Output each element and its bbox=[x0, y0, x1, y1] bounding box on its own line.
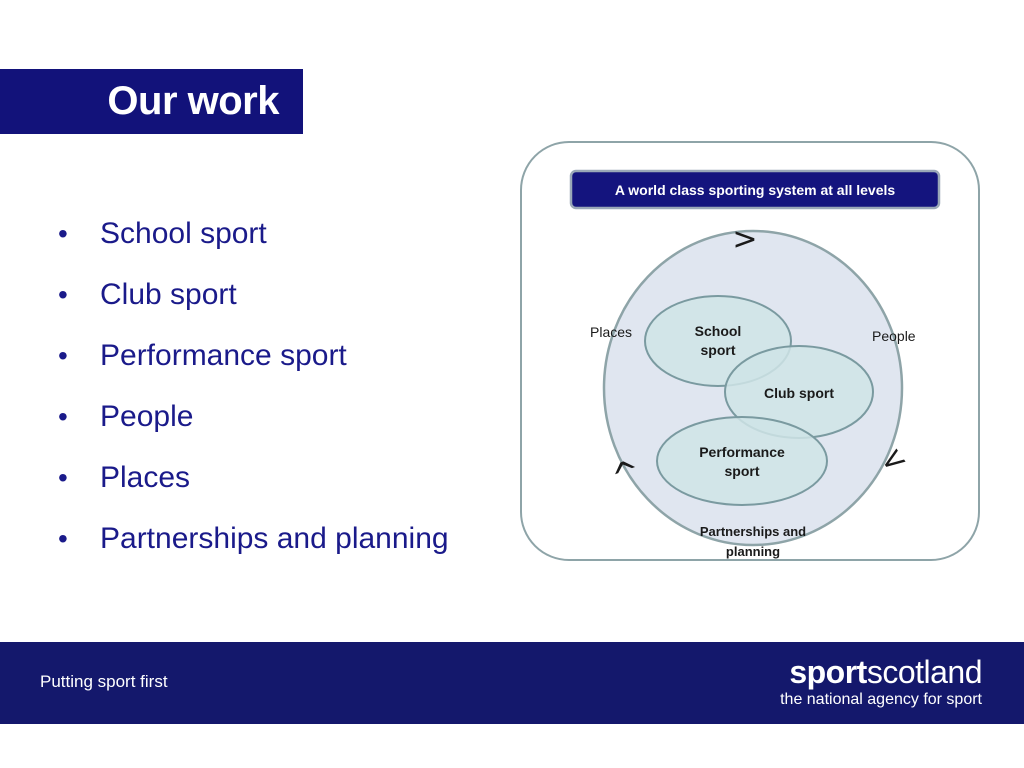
people-label: People bbox=[872, 328, 916, 344]
brand-subtitle: the national agency for sport bbox=[780, 691, 982, 708]
bullet-partnerships: Partnerships and planning bbox=[58, 515, 449, 576]
brand-name-bold: sport bbox=[789, 654, 867, 690]
partnerships-label-line1: Partnerships and bbox=[700, 524, 806, 539]
bullet-people: People bbox=[58, 393, 449, 454]
club-sport-label: Club sport bbox=[764, 385, 834, 401]
banner-text: A world class sporting system at all lev… bbox=[615, 182, 896, 198]
bullet-places: Places bbox=[58, 454, 449, 515]
school-sport-label-line2: sport bbox=[701, 342, 736, 358]
slide-title: Our work bbox=[107, 79, 279, 123]
sportscotland-logo: sportscotland the national agency for sp… bbox=[780, 654, 982, 710]
footer-tagline: Putting sport first bbox=[40, 672, 168, 691]
partnerships-label-line2: planning bbox=[726, 544, 780, 559]
places-label: Places bbox=[590, 324, 632, 340]
brand-name: sportscotland bbox=[780, 654, 982, 690]
footer-bar: Putting sport first sportscotland the na… bbox=[0, 642, 1024, 724]
bullet-club-sport: Club sport bbox=[58, 271, 449, 332]
performance-sport-label-line1: Performance bbox=[699, 444, 785, 460]
school-sport-label-line1: School bbox=[695, 323, 742, 339]
title-bar: Our work bbox=[0, 69, 303, 134]
bullet-school-sport: School sport bbox=[58, 210, 449, 271]
bullet-list: School sport Club sport Performance spor… bbox=[58, 210, 449, 576]
cycle-arrow-top-icon: > bbox=[732, 222, 757, 257]
performance-sport-node bbox=[656, 416, 828, 506]
bullet-performance-sport: Performance sport bbox=[58, 332, 449, 393]
performance-sport-label-line2: sport bbox=[725, 463, 760, 479]
brand-name-light: scotland bbox=[866, 654, 983, 690]
banner-box bbox=[569, 169, 941, 210]
sporting-system-diagram: A world class sporting system at all lev… bbox=[520, 141, 980, 561]
